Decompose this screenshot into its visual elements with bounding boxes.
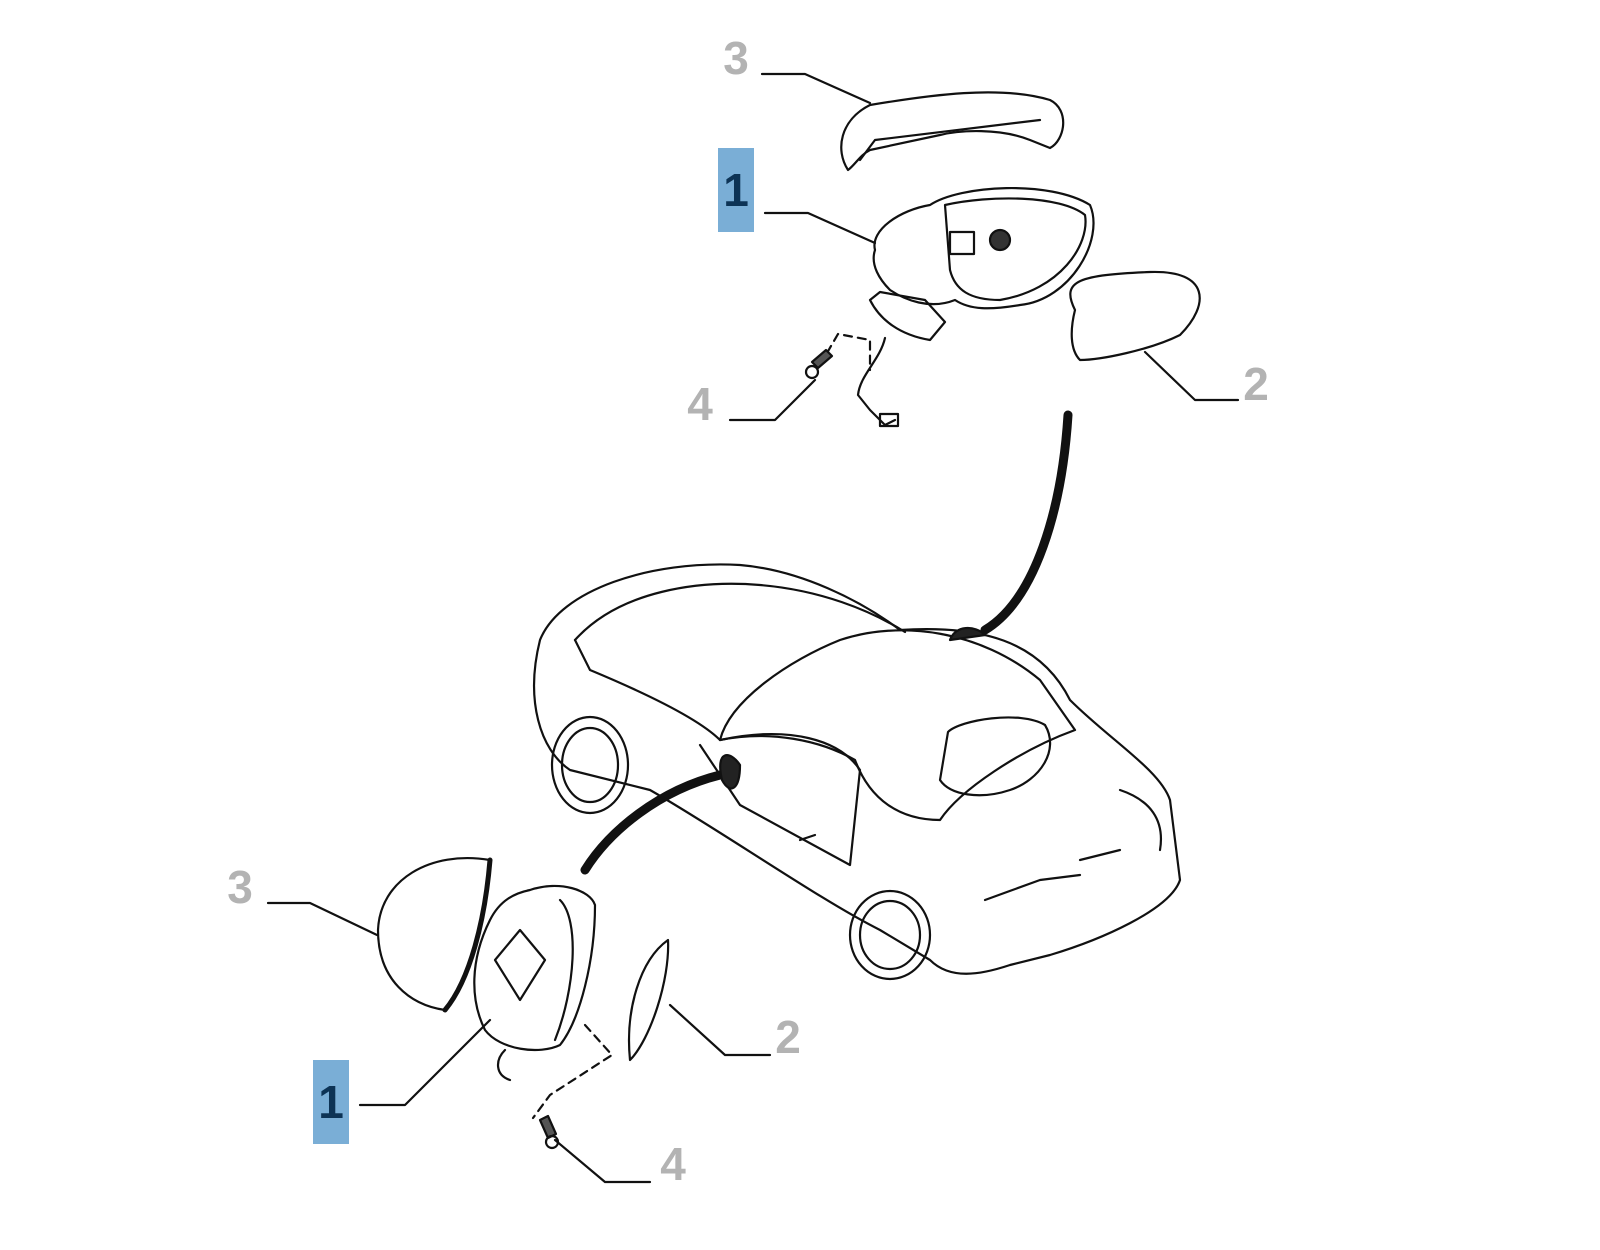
callout-2-bottom[interactable]: 2 <box>775 1011 801 1063</box>
screw-bottom <box>538 1114 560 1150</box>
mirror-glass-top <box>1069 270 1201 362</box>
callout-3-top[interactable]: 3 <box>723 32 749 84</box>
leader-lines-bottom <box>266 901 772 1184</box>
screw-top <box>804 348 834 380</box>
callout-4-top[interactable]: 4 <box>687 378 713 430</box>
dashed-guide-top <box>818 332 872 372</box>
mirror-assembly-top <box>856 187 1095 428</box>
mirror-glass-bottom <box>628 938 670 1062</box>
callout-1-bottom[interactable]: 1 <box>313 1060 349 1144</box>
mirror-assembly-bottom <box>473 885 597 1082</box>
arrow-top <box>980 410 1073 635</box>
car-outline <box>533 563 1182 981</box>
callout-1-top[interactable]: 1 <box>718 148 754 232</box>
callout-2-top[interactable]: 2 <box>1243 358 1269 410</box>
leader-lines-top <box>728 72 1240 422</box>
mirror-cover-bottom <box>376 857 493 1013</box>
callout-3-bottom[interactable]: 3 <box>227 861 253 913</box>
callout-4-bottom[interactable]: 4 <box>660 1138 686 1190</box>
mirror-cover-top <box>840 91 1065 172</box>
arrow-bottom <box>580 770 725 875</box>
dashed-guide-bottom <box>531 1023 614 1120</box>
